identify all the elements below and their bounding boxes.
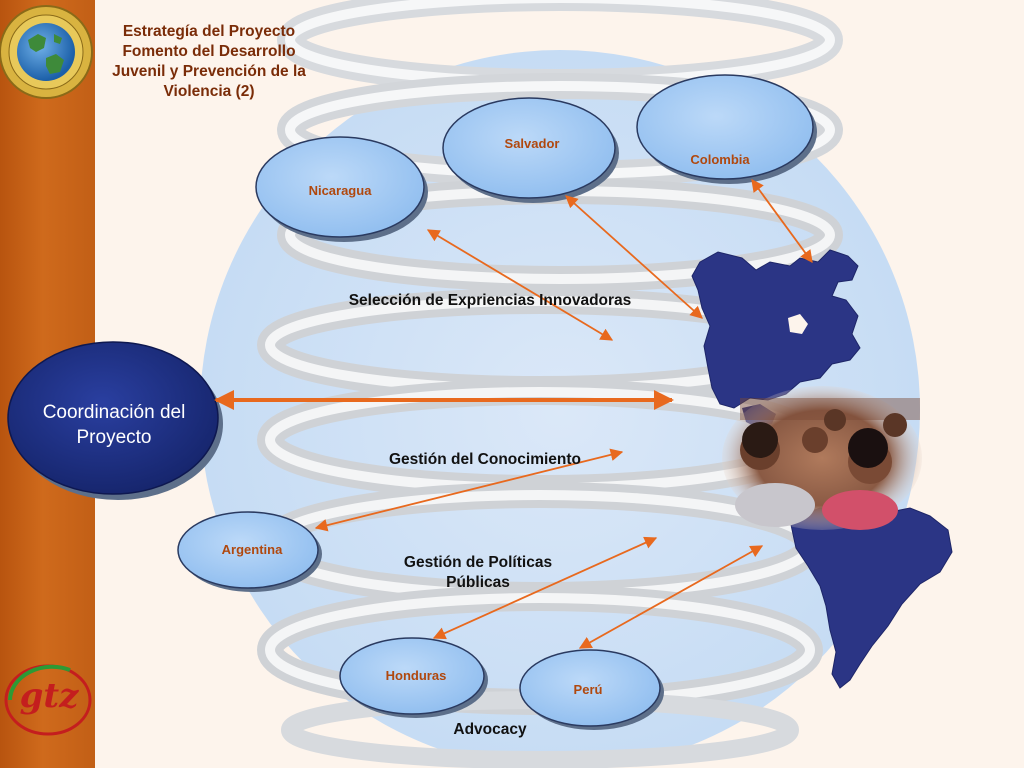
connector-arrows (214, 178, 813, 649)
hudson-bay (788, 314, 808, 334)
oval-coordinacion (7, 341, 223, 500)
label-seleccion: Selección de Expriencias Innovadoras (348, 292, 632, 309)
label-gestion-politicas: Gestión de Políticas Públicas (403, 554, 553, 591)
oval-nicaragua (255, 136, 428, 242)
earth-globe-logo (0, 5, 93, 99)
node-label-honduras: Honduras (385, 668, 447, 683)
oval-honduras (339, 637, 488, 718)
label-gestion-conocimiento: Gestión del Conocimiento (388, 451, 582, 468)
node-label-peru: Perú (573, 682, 603, 697)
label-advocacy: Advocacy (453, 721, 527, 738)
node-label-nicaragua: Nicaragua (308, 183, 372, 198)
node-label-salvador: Salvador (504, 136, 560, 151)
oval-argentina (177, 511, 322, 592)
south-america-map (789, 507, 953, 689)
node-label-colombia: Colombia (690, 152, 750, 167)
gtz-logo-text: gtz (19, 676, 79, 716)
oval-salvador (442, 97, 619, 203)
node-label-argentina: Argentina (221, 542, 283, 557)
oval-peru (519, 649, 664, 730)
node-label-coordinacion: Coordinación del Proyecto (42, 402, 186, 448)
youth-photo (722, 386, 922, 530)
slide-title: Estrategía del Proyecto Fomento del Desa… (112, 23, 306, 100)
gtz-logo (4, 664, 92, 736)
oval-colombia (636, 74, 817, 184)
